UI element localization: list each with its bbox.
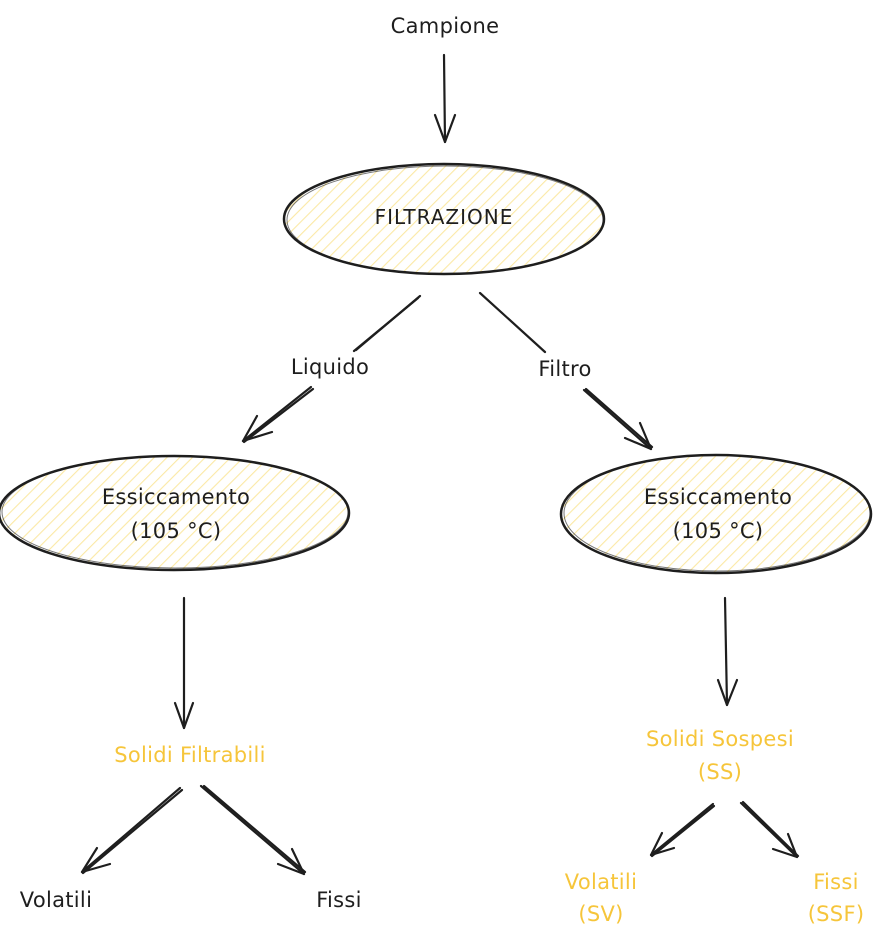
volatili-right-line1: Volatili [564, 870, 638, 894]
essiccamento-right-line1: Essiccamento [643, 485, 793, 509]
arrow-liquido [241, 294, 422, 444]
arrow-solidi-sospesi-fissi [739, 800, 800, 859]
essiccamento-right-line2: (105 °C) [672, 519, 764, 543]
arrow-essiccamento-left-solidi-filtrabili [173, 596, 195, 730]
filtrazione-node[interactable] [282, 162, 606, 276]
filtro-edge-label: Filtro [535, 355, 595, 383]
campione-label: Campione [390, 14, 500, 38]
essiccamento-left-line2: (105 °C) [130, 519, 222, 543]
arrow-solidi-sospesi-volatili [649, 802, 716, 858]
fissi-right-line2: (SSF) [807, 902, 865, 926]
essiccamento-left-node[interactable] [0, 454, 351, 572]
fissi-left-label: Fissi [316, 888, 362, 912]
arrow-campione-filtrazione [433, 53, 457, 144]
essiccamento-left-line1: Essiccamento [101, 485, 251, 509]
essiccamento-right-node[interactable] [559, 453, 873, 575]
arrow-solidi-filtrabili-volatili [80, 786, 184, 875]
filtrazione-label: FILTRAZIONE [374, 205, 514, 229]
fissi-right-line1: Fissi [813, 870, 859, 894]
solidi-sospesi-line1: Solidi Sospesi [645, 727, 795, 751]
arrow-essiccamento-right-solidi-sospesi [716, 596, 739, 707]
arrow-filtro [478, 291, 654, 451]
liquido-edge-label: Liquido [287, 353, 373, 381]
volatili-left-label: Volatili [19, 888, 93, 912]
solidi-sospesi-line2: (SS) [697, 760, 743, 784]
volatili-right-line2: (SV) [578, 902, 624, 926]
solidi-filtrabili-label: Solidi Filtrabili [114, 743, 266, 767]
arrow-solidi-filtrabili-fissi [199, 784, 307, 876]
